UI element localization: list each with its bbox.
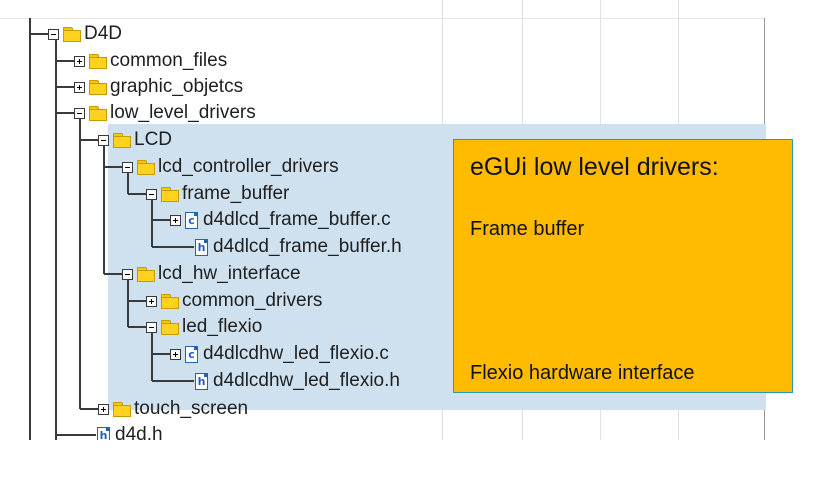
expand-icon[interactable] — [74, 81, 85, 93]
tree-item-label: d4dlcdhw_led_flexio.c — [203, 343, 389, 364]
callout-box: eGUi low level drivers: Frame buffer Fle… — [453, 139, 793, 393]
folder-icon — [63, 26, 81, 42]
expand-icon[interactable] — [146, 295, 157, 307]
tree-item-label: frame_buffer — [182, 183, 290, 204]
tree-item-frame-buffer-c[interactable]: c d4dlcd_frame_buffer.c — [170, 207, 391, 233]
tree-item-label: common_files — [110, 50, 228, 71]
tree-item-label: d4dlcd_frame_buffer.h — [213, 236, 402, 257]
tree-item-label: d4dlcdhw_led_flexio.h — [213, 370, 400, 391]
collapse-icon[interactable] — [146, 188, 157, 200]
tree-item-label: low_level_drivers — [110, 102, 256, 123]
tree-item-label: LCD — [134, 129, 173, 150]
folder-icon — [137, 266, 155, 282]
tree-item-common-drivers[interactable]: common_drivers — [146, 288, 322, 314]
tree-item-label: d4d.h — [115, 424, 163, 440]
folder-icon — [113, 401, 131, 417]
tree-item-label: led_flexio — [182, 316, 263, 337]
tree-item-led-flexio-c[interactable]: c d4dlcdhw_led_flexio.c — [170, 341, 389, 367]
callout-title: eGUi low level drivers: — [470, 153, 719, 181]
tree-item-label: lcd_controller_drivers — [158, 156, 339, 177]
tree-item-label: common_drivers — [182, 290, 323, 311]
collapse-icon[interactable] — [98, 134, 109, 146]
tree-item-frame-buffer[interactable]: frame_buffer — [146, 181, 289, 207]
collapse-icon[interactable] — [122, 161, 133, 173]
folder-icon — [89, 105, 107, 121]
collapse-icon[interactable] — [122, 268, 133, 280]
tree-item-lcd[interactable]: LCD — [98, 127, 172, 153]
folder-icon — [161, 186, 179, 202]
tree-item-low-level-drivers[interactable]: low_level_drivers — [74, 100, 256, 126]
tree-item-label: d4dlcd_frame_buffer.c — [203, 209, 391, 230]
tree-item-common-files[interactable]: common_files — [74, 48, 227, 74]
tree-item-frame-buffer-h[interactable]: h d4dlcd_frame_buffer.h — [195, 234, 402, 260]
expand-icon[interactable] — [170, 214, 181, 226]
folder-icon — [137, 159, 155, 175]
tree-connector-lines — [29, 18, 194, 440]
folder-icon — [89, 79, 107, 95]
tree-item-d4d[interactable]: D4D — [48, 21, 122, 47]
callout-flexio-note: Flexio hardware interface — [470, 362, 695, 384]
tree-item-label: D4D — [84, 23, 123, 44]
expand-icon[interactable] — [74, 55, 85, 67]
header-file-icon: h — [195, 238, 208, 256]
c-source-file-icon: c — [185, 211, 198, 229]
tree-item-label: touch_screen — [134, 398, 249, 419]
callout-frame-buffer-note: Frame buffer — [470, 218, 585, 240]
folder-icon — [89, 53, 107, 69]
tree-item-lcd-hw-interface[interactable]: lcd_hw_interface — [122, 261, 301, 287]
tree-item-touch-screen[interactable]: touch_screen — [98, 396, 248, 422]
tree-item-label: lcd_hw_interface — [158, 263, 301, 284]
collapse-icon[interactable] — [146, 321, 157, 333]
tree-item-graphic-objetcs[interactable]: graphic_objetcs — [74, 74, 243, 100]
tree-item-lcd-controller-drivers[interactable]: lcd_controller_drivers — [122, 154, 339, 180]
expand-icon[interactable] — [170, 348, 181, 360]
tree-item-led-flexio-h[interactable]: h d4dlcdhw_led_flexio.h — [195, 368, 400, 394]
folder-icon — [161, 293, 179, 309]
header-file-icon: h — [195, 372, 208, 390]
tree-item-d4d-h[interactable]: h d4d.h — [97, 422, 163, 440]
expand-icon[interactable] — [98, 403, 109, 415]
folder-icon — [113, 132, 131, 148]
tree-item-label: graphic_objetcs — [110, 76, 244, 97]
collapse-icon[interactable] — [48, 28, 59, 40]
header-file-icon: h — [97, 426, 110, 440]
tree-item-led-flexio[interactable]: led_flexio — [146, 314, 262, 340]
c-source-file-icon: c — [185, 345, 198, 363]
grid-line — [0, 18, 766, 19]
collapse-icon[interactable] — [74, 107, 85, 119]
folder-icon — [161, 319, 179, 335]
